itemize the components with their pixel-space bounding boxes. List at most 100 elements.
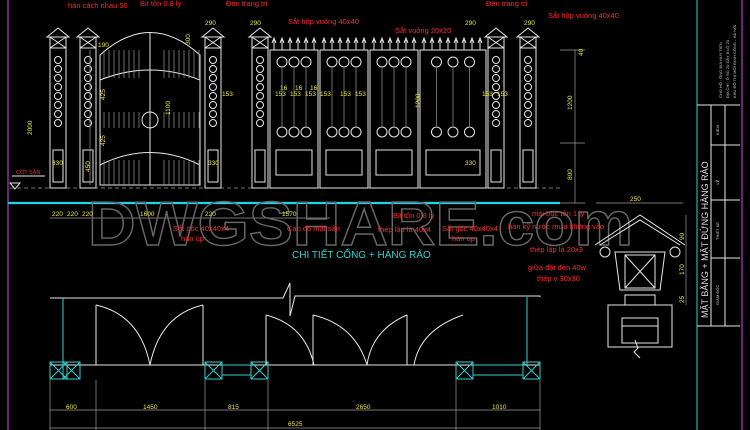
- ring: [209, 101, 217, 109]
- note: Sắt góc 40x40x4: [173, 224, 229, 233]
- level-label: CỐT SÂN: [16, 169, 40, 176]
- ring: [338, 56, 350, 68]
- owner: CHỦ HỘ : ÔNG BÙI HUY TIẾN: [718, 42, 723, 98]
- spike: [329, 36, 335, 50]
- ring: [524, 119, 532, 127]
- dim: 290: [250, 20, 261, 27]
- ring: [84, 110, 92, 118]
- elevation-notes: hàn cách nhau 50 Bịt tôn 0.8 ly Đèn tran…: [16, 0, 619, 243]
- spike: [411, 36, 417, 50]
- dim: 220: [67, 211, 78, 218]
- panel-frame: [275, 149, 313, 176]
- dim: 190: [98, 42, 109, 49]
- dim: 1200: [415, 93, 422, 108]
- dim: 800: [567, 169, 574, 180]
- dim: 153: [320, 91, 331, 98]
- dim: 250: [630, 196, 641, 203]
- dim: 153: [340, 91, 351, 98]
- role: THIẾT KẾ: [715, 222, 720, 240]
- spike: [469, 36, 475, 50]
- ring: [84, 56, 92, 64]
- dim-total: 6525: [288, 421, 303, 428]
- dim: 153: [355, 91, 366, 98]
- lamp-cap: [75, 27, 101, 49]
- ring: [524, 101, 532, 109]
- spike: [321, 36, 327, 50]
- post: [62, 361, 81, 380]
- ring: [84, 92, 92, 100]
- ring: [492, 92, 500, 100]
- title-block: MẶT BẰNG + MẶT ĐỨNG HÀNG RÀO CHỦ HỘ : ÔN…: [696, 0, 740, 430]
- pillar-base: [522, 149, 534, 183]
- dim: 220: [82, 211, 93, 218]
- ring: [84, 65, 92, 73]
- ring: [388, 126, 400, 138]
- ring: [54, 119, 62, 127]
- panel-frame: [325, 149, 363, 176]
- fence-panel: [269, 49, 319, 189]
- ring: [524, 56, 532, 64]
- ring: [256, 65, 264, 73]
- dim: 815: [228, 404, 239, 411]
- ring: [54, 101, 62, 109]
- spike: [311, 36, 317, 50]
- spike: [477, 36, 483, 50]
- panel-frame: [425, 149, 481, 176]
- dim: 153: [222, 91, 233, 98]
- drawing-title: CHI TIẾT CỔNG + HÀNG RÀO: [292, 248, 431, 261]
- ring: [376, 56, 388, 68]
- note: thép lập là 40x4: [378, 225, 431, 234]
- post: [204, 361, 223, 380]
- spike: [437, 36, 443, 50]
- ring: [350, 56, 362, 68]
- watermark-text: DWGSHARE.com: [88, 190, 633, 259]
- ring: [256, 110, 264, 118]
- ring: [256, 74, 264, 82]
- spike: [271, 36, 277, 50]
- dim: 220: [205, 211, 216, 218]
- ring: [84, 101, 92, 109]
- panel-frame: [375, 149, 413, 176]
- ring: [492, 56, 500, 64]
- ring: [388, 56, 400, 68]
- fence-panel: [319, 49, 369, 189]
- ring: [209, 119, 217, 127]
- ring: [492, 110, 500, 118]
- post: [455, 361, 474, 380]
- ring: [300, 56, 312, 68]
- dim: 600: [66, 404, 77, 411]
- spike: [453, 36, 459, 50]
- ring: [492, 119, 500, 127]
- sheet-title: MẶT BẰNG + MẶT ĐỨNG HÀNG RÀO: [700, 161, 710, 318]
- ring: [447, 56, 459, 68]
- role: VẼ: [715, 179, 720, 185]
- dim: 1100: [165, 101, 172, 115]
- ring: [350, 126, 362, 138]
- lamp-cap: [483, 27, 509, 49]
- spike: [303, 36, 309, 50]
- note: hàn úp: [452, 234, 475, 243]
- dim: 2650: [356, 404, 371, 411]
- dim: 90: [679, 232, 686, 240]
- dim: 40: [578, 48, 585, 56]
- dim: 153: [290, 91, 301, 98]
- ring: [492, 65, 500, 73]
- spike: [287, 36, 293, 50]
- ring: [256, 83, 264, 91]
- note: Sắt góc 40x40x4: [442, 224, 498, 233]
- spike: [279, 36, 285, 50]
- ring: [84, 83, 92, 91]
- spike: [371, 36, 377, 50]
- dim: 425: [100, 135, 107, 146]
- dim: 153: [482, 91, 493, 98]
- dim: 330: [465, 160, 476, 167]
- dim: 450: [85, 161, 92, 172]
- ring: [54, 92, 62, 100]
- dim: 25: [679, 295, 686, 303]
- post-link: [472, 364, 524, 376]
- lamp-cap: [515, 27, 541, 49]
- dim: 2000: [27, 120, 34, 135]
- dim: 153: [305, 91, 316, 98]
- ring: [492, 74, 500, 82]
